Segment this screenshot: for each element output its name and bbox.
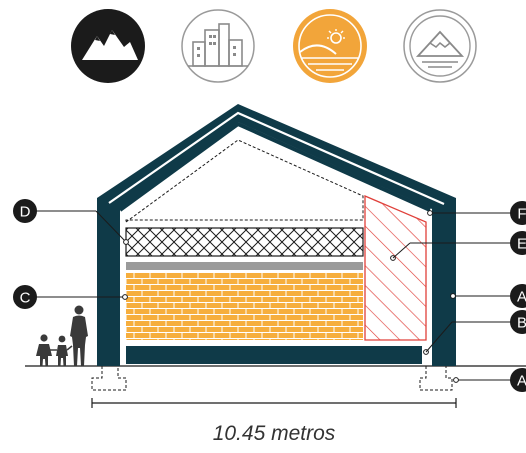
- dimension-label: 10.45 metros: [213, 422, 336, 445]
- environment-icon-row: [71, 9, 477, 83]
- callout-letter: E: [517, 236, 526, 253]
- hatched-panel: [364, 195, 427, 341]
- mountains-icon[interactable]: [71, 9, 145, 83]
- people-silhouettes: [36, 305, 88, 366]
- callout-A-wall: A: [450, 284, 526, 308]
- callout-A-footing: A: [453, 368, 526, 392]
- insulation-panel: [125, 227, 364, 257]
- floor-slab: [126, 346, 422, 364]
- callout-B: B: [423, 310, 526, 355]
- callout-D: D: [13, 199, 129, 245]
- callout-E: E: [390, 231, 526, 261]
- callout-letter: B: [517, 315, 526, 332]
- callout-letter: D: [20, 204, 31, 221]
- sun-coast-icon[interactable]: [293, 9, 367, 83]
- brick-wall: [126, 272, 363, 340]
- insulation-outline: [125, 139, 364, 223]
- house-shell: [97, 104, 456, 366]
- callout-letter: A: [517, 373, 526, 390]
- snow-mountain-icon[interactable]: [403, 9, 477, 83]
- dimension-line: [91, 398, 457, 408]
- footings: [91, 366, 453, 391]
- callout-C: C: [13, 285, 128, 309]
- callout-letter: A: [517, 289, 526, 306]
- city-buildings-icon[interactable]: [181, 9, 255, 83]
- callout-F: F: [427, 201, 526, 225]
- callout-letter: C: [20, 290, 31, 307]
- callout-letter: F: [517, 206, 526, 223]
- gray-slab: [126, 262, 363, 270]
